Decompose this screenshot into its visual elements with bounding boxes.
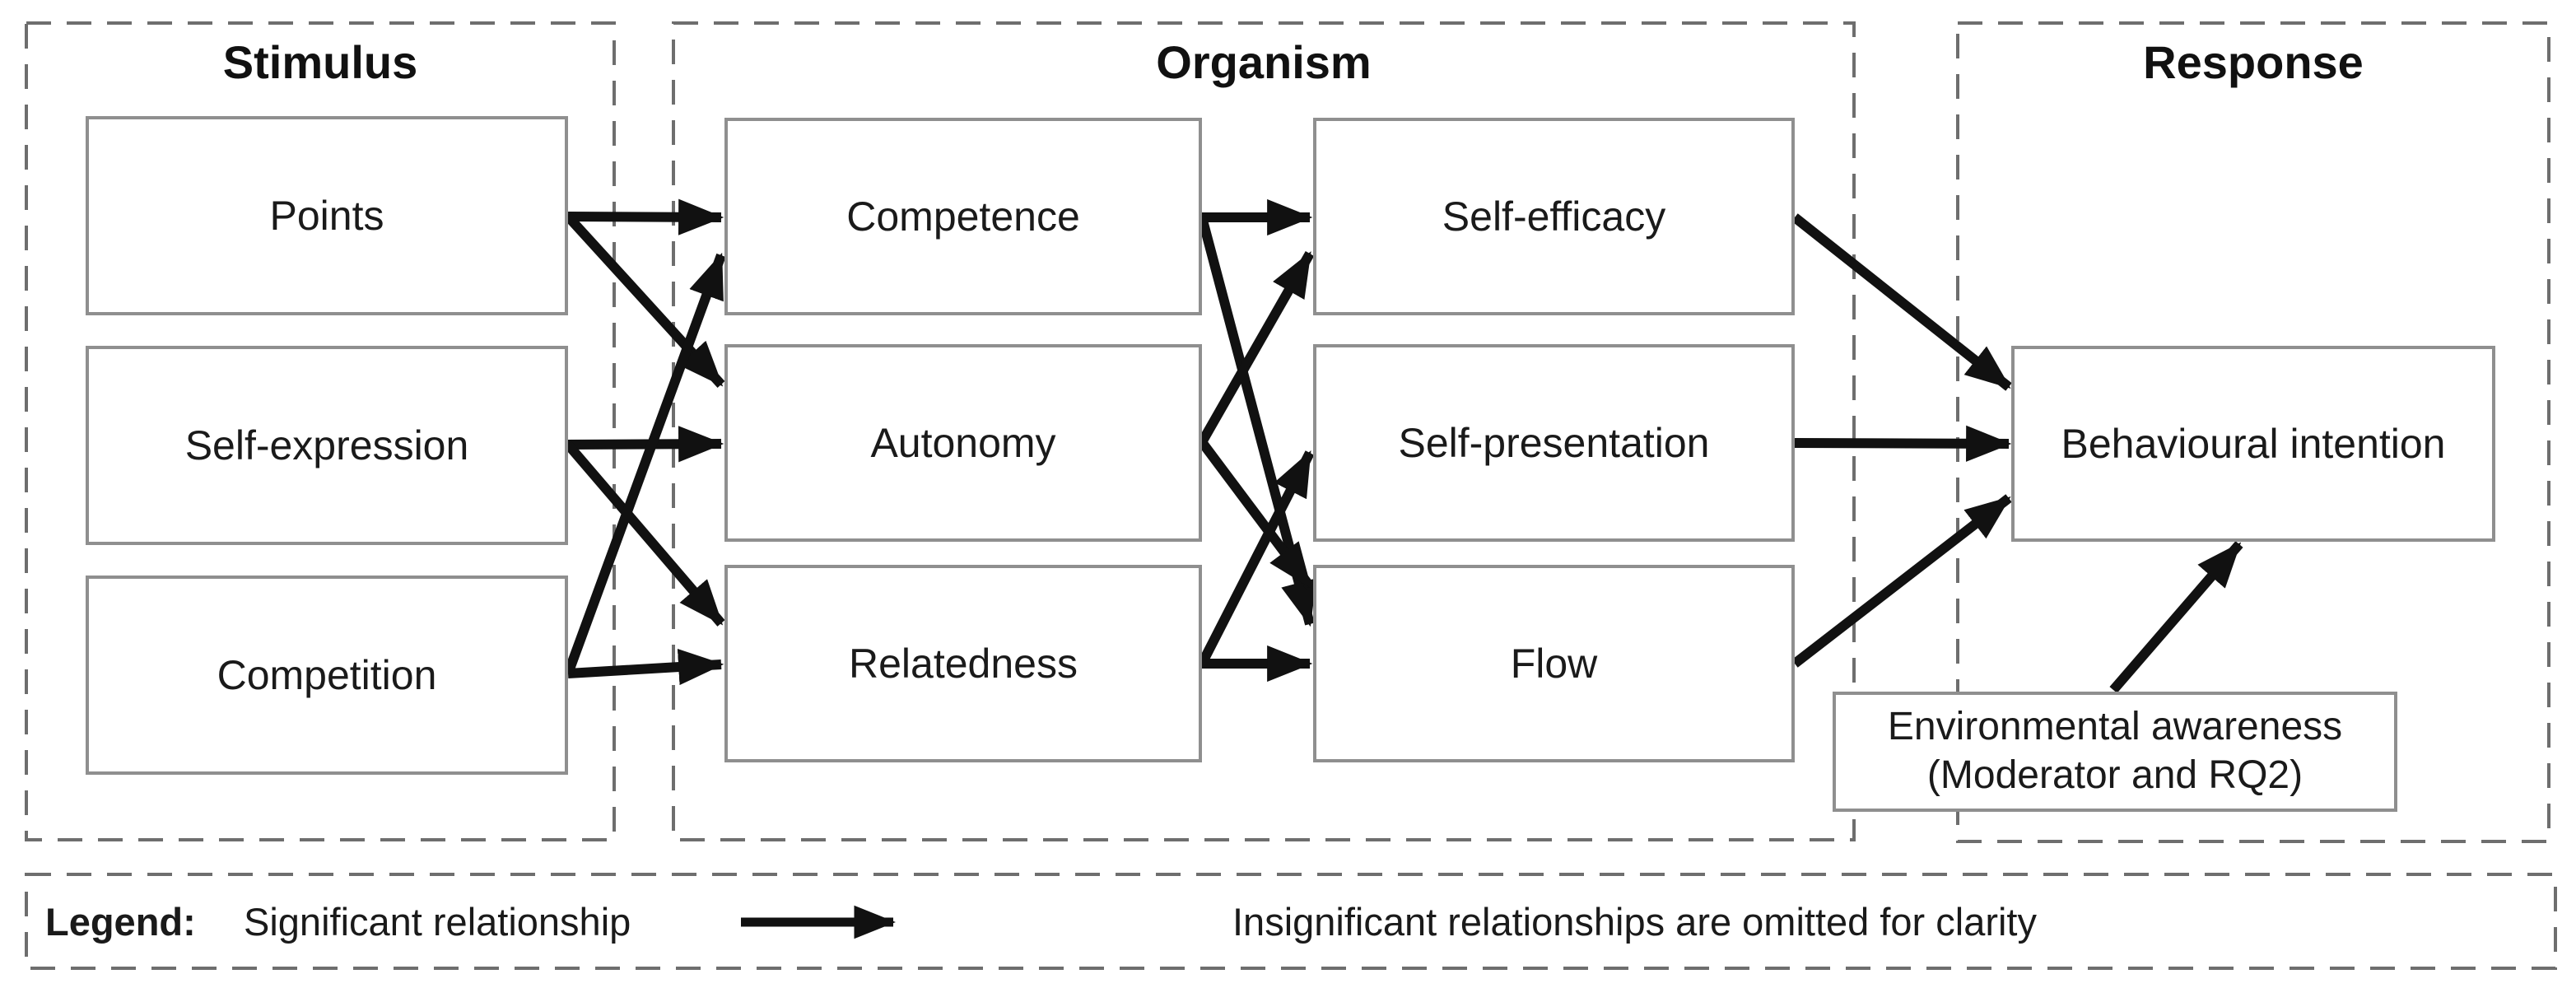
legend-significant-text: Significant relationship [244,900,631,944]
arrow-points-to-autonomy [564,212,725,389]
node-flow: Flow [1313,565,1795,762]
legend-insignificant-text: Insignificant relationships are omitted … [1232,900,2037,944]
node-environmental-awareness-label: Environmental awareness [1887,705,2343,749]
node-competence: Competence [724,118,1202,315]
arrow-self-efficacy-to-behavioural-intention [1791,213,2012,391]
arrow-competition-to-relatedness [567,649,724,686]
arrow-self-expression-to-relatedness [564,441,725,627]
node-self-expression: Self-expression [86,346,568,545]
node-autonomy: Autonomy [724,344,1202,542]
node-competition-label: Competition [217,651,437,698]
node-self-efficacy-label: Self-efficacy [1442,193,1666,240]
node-self-expression-label: Self-expression [184,422,469,468]
legend-frame [25,873,2557,970]
node-relatedness-label: Relatedness [849,640,1078,687]
node-environmental-awareness-sublabel: (Moderator and RQ2) [1926,753,2303,797]
node-points-label: Points [269,192,384,239]
arrow-flow-to-behavioural-intention [1791,494,2012,668]
node-competence-label: Competence [846,193,1080,240]
arrow-competition-to-competence [563,252,726,676]
node-self-presentation-label: Self-presentation [1398,419,1710,466]
arrow-autonomy-to-self-efficacy [1197,251,1315,445]
node-environmental-awareness: Environmental awareness (Moderator and R… [1833,692,2397,812]
legend-label: Legend: [45,900,196,944]
node-self-presentation: Self-presentation [1313,344,1795,542]
section-title-stimulus: Stimulus [222,36,418,88]
section-title-response: Response [2143,36,2364,88]
arrow-autonomy-to-flow [1198,439,1314,590]
node-behavioural-intention-label: Behavioural intention [2061,420,2446,467]
node-behavioural-intention: Behavioural intention [2011,346,2495,542]
section-frame-organism [672,21,1856,841]
relationship-arrows [563,198,2243,693]
node-points: Points [86,116,568,315]
section-title-organism: Organism [1156,36,1372,88]
section-frame-response [1956,21,2550,843]
node-relatedness: Relatedness [724,565,1202,762]
arrow-relatedness-to-self-presentation [1197,450,1315,666]
node-competition: Competition [86,576,568,775]
node-flow-label: Flow [1510,640,1598,687]
node-autonomy-label: Autonomy [870,419,1056,466]
arrow-environmental-awareness-to-behavioural-intention [2109,541,2243,693]
node-self-efficacy: Self-efficacy [1313,118,1795,315]
arrow-self-presentation-to-behavioural-intention [1794,425,2012,462]
section-frame-stimulus [25,21,616,841]
arrow-self-expression-to-autonomy [567,426,724,463]
